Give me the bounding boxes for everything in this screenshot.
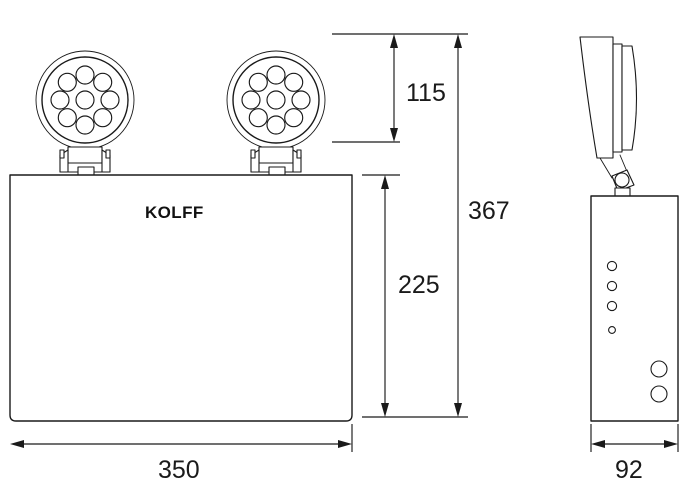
side-indicator-led-4 (608, 326, 616, 334)
lamp-head-left-led-6 (57, 108, 77, 128)
lamp-head-left-led-7 (50, 90, 70, 110)
lamp-head-right-led-3 (291, 90, 311, 110)
lamp-head-left-bracket-plate (67, 146, 103, 164)
lamp-head-right-led-7 (241, 90, 261, 110)
side-neck-block (614, 187, 631, 197)
side-indicator-led-1 (606, 260, 618, 272)
dimension-92-arrow-left (591, 440, 605, 448)
dimension-225-label: 225 (398, 271, 440, 299)
dimension-115-arrow-top (390, 34, 398, 48)
lamp-head-left-led-5 (75, 115, 95, 135)
dimension-367-label: 367 (468, 197, 510, 225)
lamp-head-right-pin-right (296, 149, 302, 159)
side-lamp-lens-cap (621, 45, 638, 151)
lamp-head-right-led-8 (248, 72, 268, 92)
brand-label: KOLFF (145, 203, 204, 222)
side-lamp-lens-band (612, 43, 623, 153)
dimension-367: 367 (454, 34, 510, 417)
dimension-225-arrow-top (381, 175, 389, 189)
dimension-350-arrow-right (338, 440, 352, 448)
lamp-head-right-led-4 (284, 108, 304, 128)
side-swivel-arm-left (599, 157, 613, 179)
lamp-head-right-bracket-plate (258, 146, 294, 164)
lamp-head-right-led-5 (266, 115, 286, 135)
lamp-head-right-led-6 (248, 108, 268, 128)
lamp-head-right-pin-left (250, 149, 256, 159)
dimension-350: 350 (10, 424, 353, 484)
side-indicator-led-3 (606, 300, 618, 312)
dimension-115-label: 115 (406, 79, 446, 107)
lamp-head-left-led-8 (57, 72, 77, 92)
dimension-annotations: 115 367 225 350 (10, 33, 679, 484)
dimension-367-arrow-bottom (454, 403, 462, 417)
dimension-350-label: 350 (158, 456, 200, 484)
dimension-350-arrow-left (10, 440, 24, 448)
lamp-head-right-led-center (266, 90, 286, 110)
dimension-92: 92 (590, 424, 679, 484)
lamp-head-left-bracket (59, 146, 111, 178)
lamp-head-right-led-1 (266, 65, 286, 85)
dimension-115-arrow-bottom (390, 128, 398, 142)
lamp-head-right (226, 50, 326, 178)
side-view (579, 36, 679, 422)
lamp-head-right-led-2 (284, 72, 304, 92)
dimension-92-arrow-right (664, 440, 678, 448)
lamp-head-left-led-3 (100, 90, 120, 110)
side-pivot-joint-icon (614, 172, 630, 188)
dimension-115: 115 (390, 34, 446, 142)
dimension-225: 225 (381, 175, 440, 417)
dimension-367-arrow-top (454, 34, 462, 48)
side-button-1 (650, 360, 668, 378)
lamp-head-left-pin-left (59, 149, 65, 159)
main-body-side (590, 195, 679, 422)
lamp-head-left-led-center (75, 90, 95, 110)
lamp-head-left-pin-right (105, 149, 111, 159)
lamp-head-left-led-4 (93, 108, 113, 128)
lamp-head-left-led-1 (75, 65, 95, 85)
lamp-head-left (35, 50, 135, 178)
dimension-225-arrow-bottom (381, 403, 389, 417)
side-button-2 (650, 385, 668, 403)
lamp-head-left-led-2 (93, 72, 113, 92)
side-lamp-rear-shell (579, 36, 614, 159)
lamp-head-right-bracket (250, 146, 302, 178)
side-indicator-led-2 (606, 280, 618, 292)
front-view: KOLFF (9, 50, 353, 422)
main-body-front (9, 174, 353, 422)
dimension-92-label: 92 (615, 456, 643, 484)
